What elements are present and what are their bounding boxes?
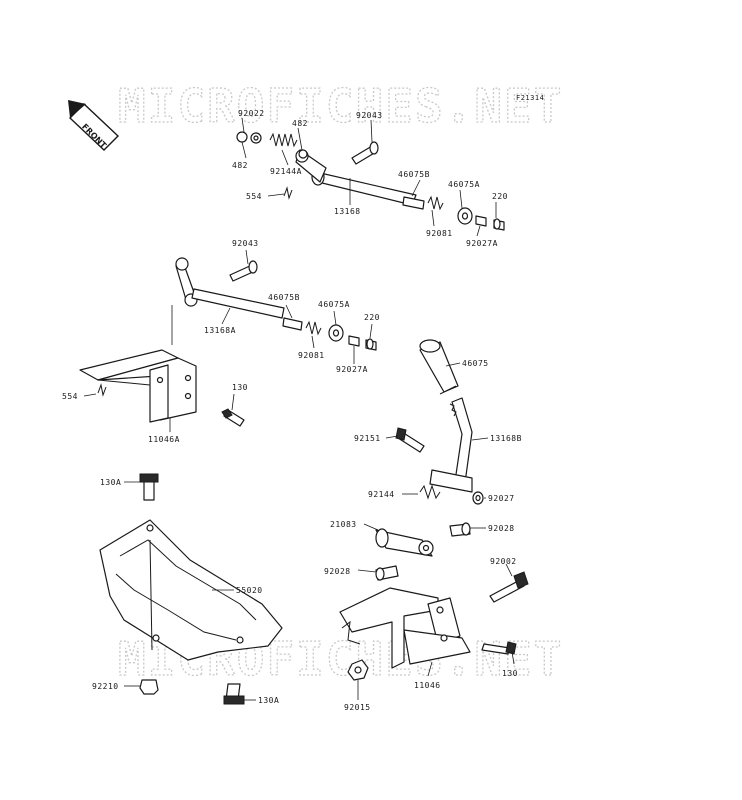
label-92027A-lower: 92027A: [336, 365, 368, 374]
label-92027: 92027: [488, 494, 515, 503]
label-46075A-upper: 46075A: [448, 180, 480, 189]
label-21083: 21083: [330, 520, 357, 529]
figure-reference: F21314: [516, 94, 544, 102]
label-46075: 46075: [462, 359, 489, 368]
label-92015: 92015: [344, 703, 371, 712]
label-92002: 92002: [490, 557, 517, 566]
label-92043-upper: 92043: [356, 111, 383, 120]
label-46075B-lower: 46075B: [268, 293, 300, 302]
label-482-upper: 482: [292, 119, 308, 128]
label-46075A-lower: 46075A: [318, 300, 350, 309]
label-554-lower: 554: [62, 392, 78, 401]
bracket-11046A: [79, 349, 245, 427]
upper-shift-arm-assembly: [236, 131, 505, 231]
label-92081-upper: 92081: [426, 229, 453, 238]
bracket-11046: [339, 571, 529, 681]
label-55020: 55020: [236, 586, 263, 595]
label-92144: 92144: [368, 490, 395, 499]
label-46075B-upper: 46075B: [398, 170, 430, 179]
label-220-lower: 220: [364, 313, 380, 322]
link-21083: [375, 522, 471, 581]
label-11046A: 11046A: [148, 435, 180, 444]
label-11046: 11046: [414, 681, 441, 690]
leader-lines: [83, 117, 515, 701]
label-482-lower: 482: [232, 161, 248, 170]
label-554-upper: 554: [246, 192, 262, 201]
label-92144A: 92144A: [270, 167, 302, 176]
watermark-top: MICROFICHES.NET: [118, 79, 563, 133]
label-92043-lower: 92043: [232, 239, 259, 248]
label-130A-top: 130A: [100, 478, 121, 487]
label-130-lower: 130: [502, 669, 518, 678]
label-92151: 92151: [354, 434, 381, 443]
label-92081-lower: 92081: [298, 351, 325, 360]
guard-plate-55020: [99, 473, 283, 705]
label-92027A-upper: 92027A: [466, 239, 498, 248]
label-13168: 13168: [334, 207, 361, 216]
label-13168B: 13168B: [490, 434, 522, 443]
part-number-labels: 92022 482 92043 482 92144A 554 46075B 46…: [62, 109, 522, 712]
label-92022: 92022: [238, 109, 265, 118]
label-92028-lower: 92028: [324, 567, 351, 576]
front-arrow-icon: FRONT: [68, 100, 120, 151]
label-92028-upper: 92028: [488, 524, 515, 533]
label-220-upper: 220: [492, 192, 508, 201]
lower-shift-arm-assembly: [171, 257, 377, 351]
label-13168A: 13168A: [204, 326, 236, 335]
label-130-upper: 130: [232, 383, 248, 392]
shift-lever-13168B: [395, 339, 484, 505]
label-92210: 92210: [92, 682, 119, 691]
label-130A-bottom: 130A: [258, 696, 279, 705]
